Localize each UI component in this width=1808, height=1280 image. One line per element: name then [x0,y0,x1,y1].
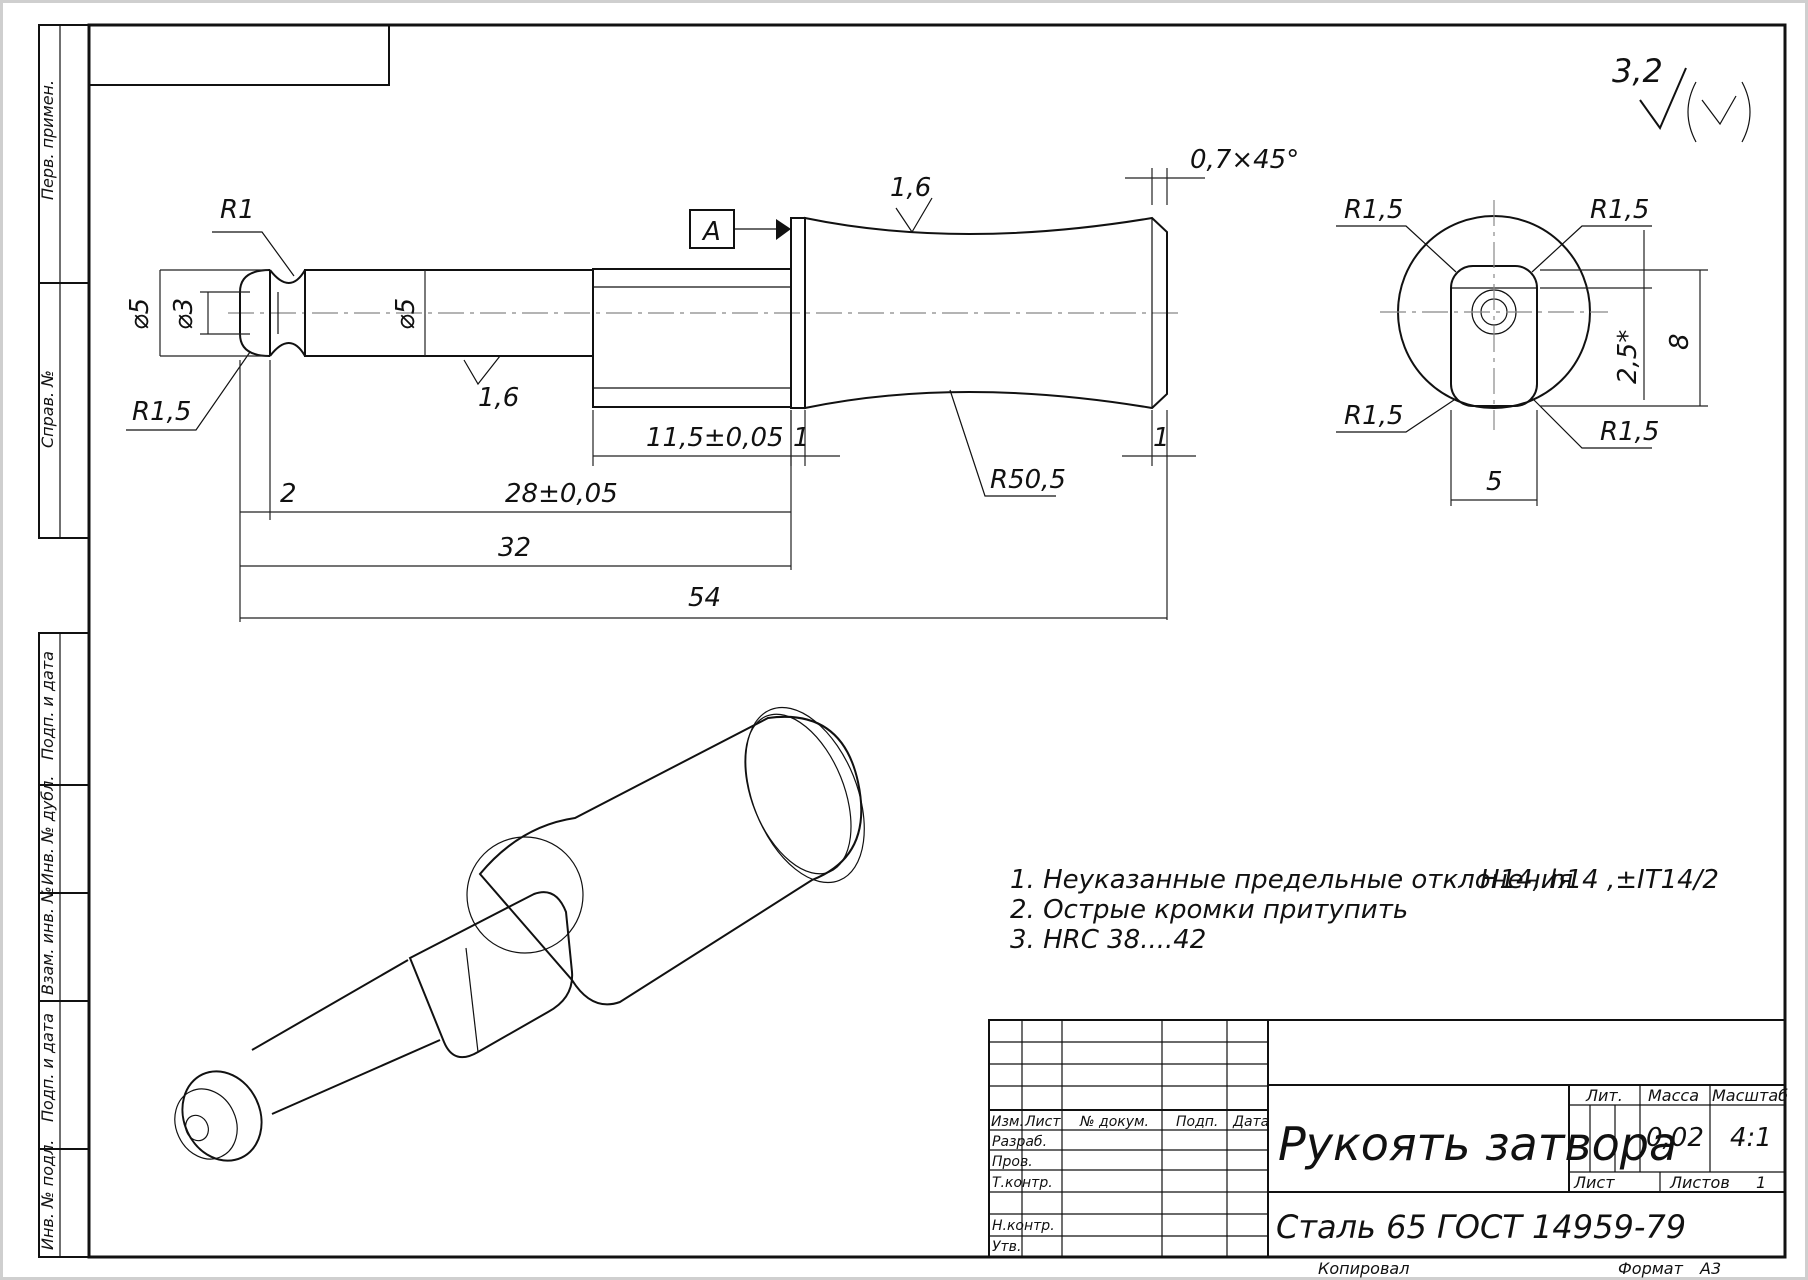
tb-row-utv: Утв. [992,1239,1021,1255]
dim-1-end: 1 [1153,423,1170,453]
roughness-symbol: 3,2 [1612,52,1751,143]
note-1: 1. Неуказанные предельные отклонения [1010,865,1573,895]
dim-d5-shaft: ⌀5 [391,298,421,330]
dim-r1-5: R1,5 [132,397,191,427]
tb-row-prov: Пров. [992,1154,1033,1170]
note-3: 3. HRC 38....42 [1010,925,1206,955]
stamp-label: Инв. № подл. [38,1140,57,1250]
stamp-label: Подп. и дата [38,651,57,760]
roughness-value: 3,2 [1612,52,1663,90]
front-view: A 0,7×45° 1,6 R1 R1,5 ⌀5 ⌀3 ⌀5 1,6 [125,145,1299,622]
tb-header-sign: Подп. [1176,1114,1218,1130]
note-1-tolerances: H14, h14 ,±IT14/2 [1480,865,1719,895]
end-r-bl: R1,5 [1344,401,1403,431]
tb-header-date: Дата [1232,1114,1269,1130]
handle-body [804,216,1168,410]
end-view: R1,5 R1,5 R1,5 R1,5 8 2,5* 5 [1336,195,1708,506]
end-dim-2-5: 2,5* [1613,330,1643,384]
dim-54: 54 [688,583,721,613]
tb-lit-label: Лит. [1585,1086,1623,1105]
note-2: 2. Острые кромки притупить [1010,895,1408,925]
tb-sheets-value: 1 [1756,1173,1766,1192]
stamp-label: Подп. и дата [38,1013,57,1122]
tb-mass-value: 0,02 [1646,1123,1704,1153]
tb-header-izm: Изм. [991,1114,1024,1130]
dim-r50-5: R50,5 [990,465,1066,495]
tb-sheet-label: Лист [1573,1173,1615,1192]
tb-material: Сталь 65 ГОСТ 14959-79 [1276,1208,1686,1246]
tb-header-doc: № докум. [1079,1114,1149,1130]
stamp-label: Перв. примен. [38,80,57,200]
dim-11-5: 11,5±0,05 [646,423,784,453]
tb-scale-value: 4:1 [1730,1123,1772,1153]
format-label: Формат [1618,1259,1684,1278]
tb-header-list: Лист [1024,1114,1061,1130]
iso-handle [478,715,863,1006]
dim-chamfer: 0,7×45° [1190,145,1299,175]
stamp-label: Справ. № [38,370,57,448]
dim-d3: ⌀3 [169,298,199,330]
iso-square [408,891,574,1059]
dim-2: 2 [280,479,297,509]
isometric-view [174,706,865,1162]
rough-bottom: 1,6 [478,383,519,413]
stamp-label: Инв. № дубл. [38,776,57,885]
ball-end [239,269,271,357]
tb-mass-label: Масса [1648,1086,1699,1105]
tb-sheets-label: Листов [1669,1173,1730,1192]
dim-r1: R1 [220,195,255,225]
end-r-br: R1,5 [1600,417,1659,447]
dim-28: 28±0,05 [505,479,618,509]
left-stamp-column: Перв. примен. Справ. № Подп. и дата Инв.… [38,24,90,1258]
dim-1-collar: 1 [793,423,810,453]
tb-row-razrab: Разраб. [992,1134,1047,1150]
copied-label: Копировал [1318,1259,1409,1278]
iso-shaft [251,959,441,1115]
end-dim-8: 8 [1665,333,1695,350]
dim-32: 32 [498,533,531,563]
tb-row-nkontr: Н.контр. [992,1218,1055,1234]
tb-title: Рукоять затвора [1278,1117,1677,1171]
end-dim-5: 5 [1486,467,1503,497]
end-r-tr: R1,5 [1590,195,1649,225]
tb-scale-label: Масштаб [1712,1086,1788,1105]
end-r-tl: R1,5 [1344,195,1403,225]
stamp-label: Взам. инв. № [38,886,57,995]
rough-top: 1,6 [890,173,931,203]
technical-notes: 1. Неуказанные предельные отклонения H14… [1010,865,1719,955]
datum-label: A [701,217,721,247]
title-block: Изм. Лист № докум. Подп. Дата Разраб. Пр… [988,1019,1788,1258]
tb-row-tkontr: Т.контр. [992,1175,1053,1191]
format-value: A3 [1699,1259,1721,1278]
dim-d5-ball: ⌀5 [125,298,155,330]
